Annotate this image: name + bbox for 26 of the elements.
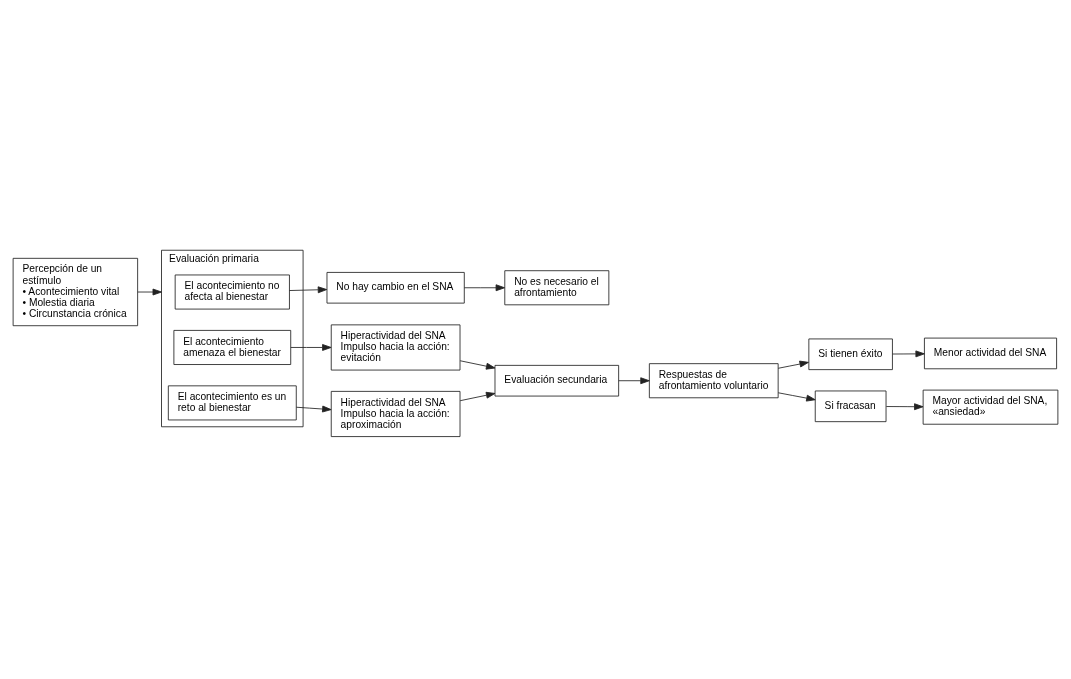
arrow: [295, 405, 332, 412]
arrow: [892, 349, 925, 357]
arrow: [459, 391, 496, 401]
arrow: [459, 359, 496, 370]
arrow: [777, 391, 816, 402]
node-box: El acontecimiento es un reto al bienestar: [167, 384, 297, 420]
node-box: Mayor actividad del SNA, «ansiedad»: [922, 389, 1059, 425]
arrow: [618, 376, 650, 384]
node-box: Percepción de un estímulo • Acontecimiento vital • Molestia diaria • Circunstancia crónica: [12, 257, 139, 326]
node-box: No hay cambio en el SNA: [326, 271, 465, 304]
node-box: Evaluación secundaria: [494, 364, 620, 396]
arrow: [463, 283, 505, 291]
node-box: Menor actividad del SNA: [924, 337, 1058, 369]
node-box: No es necesario el afrontamiento: [504, 269, 610, 305]
arrow: [885, 402, 924, 410]
node-box: Hiperactividad del SNA Impulso hacia la acción: aproximación: [330, 390, 461, 437]
node-box: Si fracasan: [814, 390, 887, 422]
arrow: [289, 285, 328, 293]
arrow: [290, 343, 332, 351]
arrow: [777, 360, 809, 369]
node-box: Hiperactividad del SNA Impulso hacia la acción: evitación: [330, 323, 461, 370]
node-box: El acontecimiento no afecta al bienestar: [174, 274, 290, 309]
node-box: Respuestas de afrontamiento voluntario: [648, 362, 779, 398]
node-box: Si tienen éxito: [808, 338, 893, 370]
arrow: [137, 288, 162, 295]
node-box: El acontecimiento amenaza el bienestar: [173, 329, 292, 365]
